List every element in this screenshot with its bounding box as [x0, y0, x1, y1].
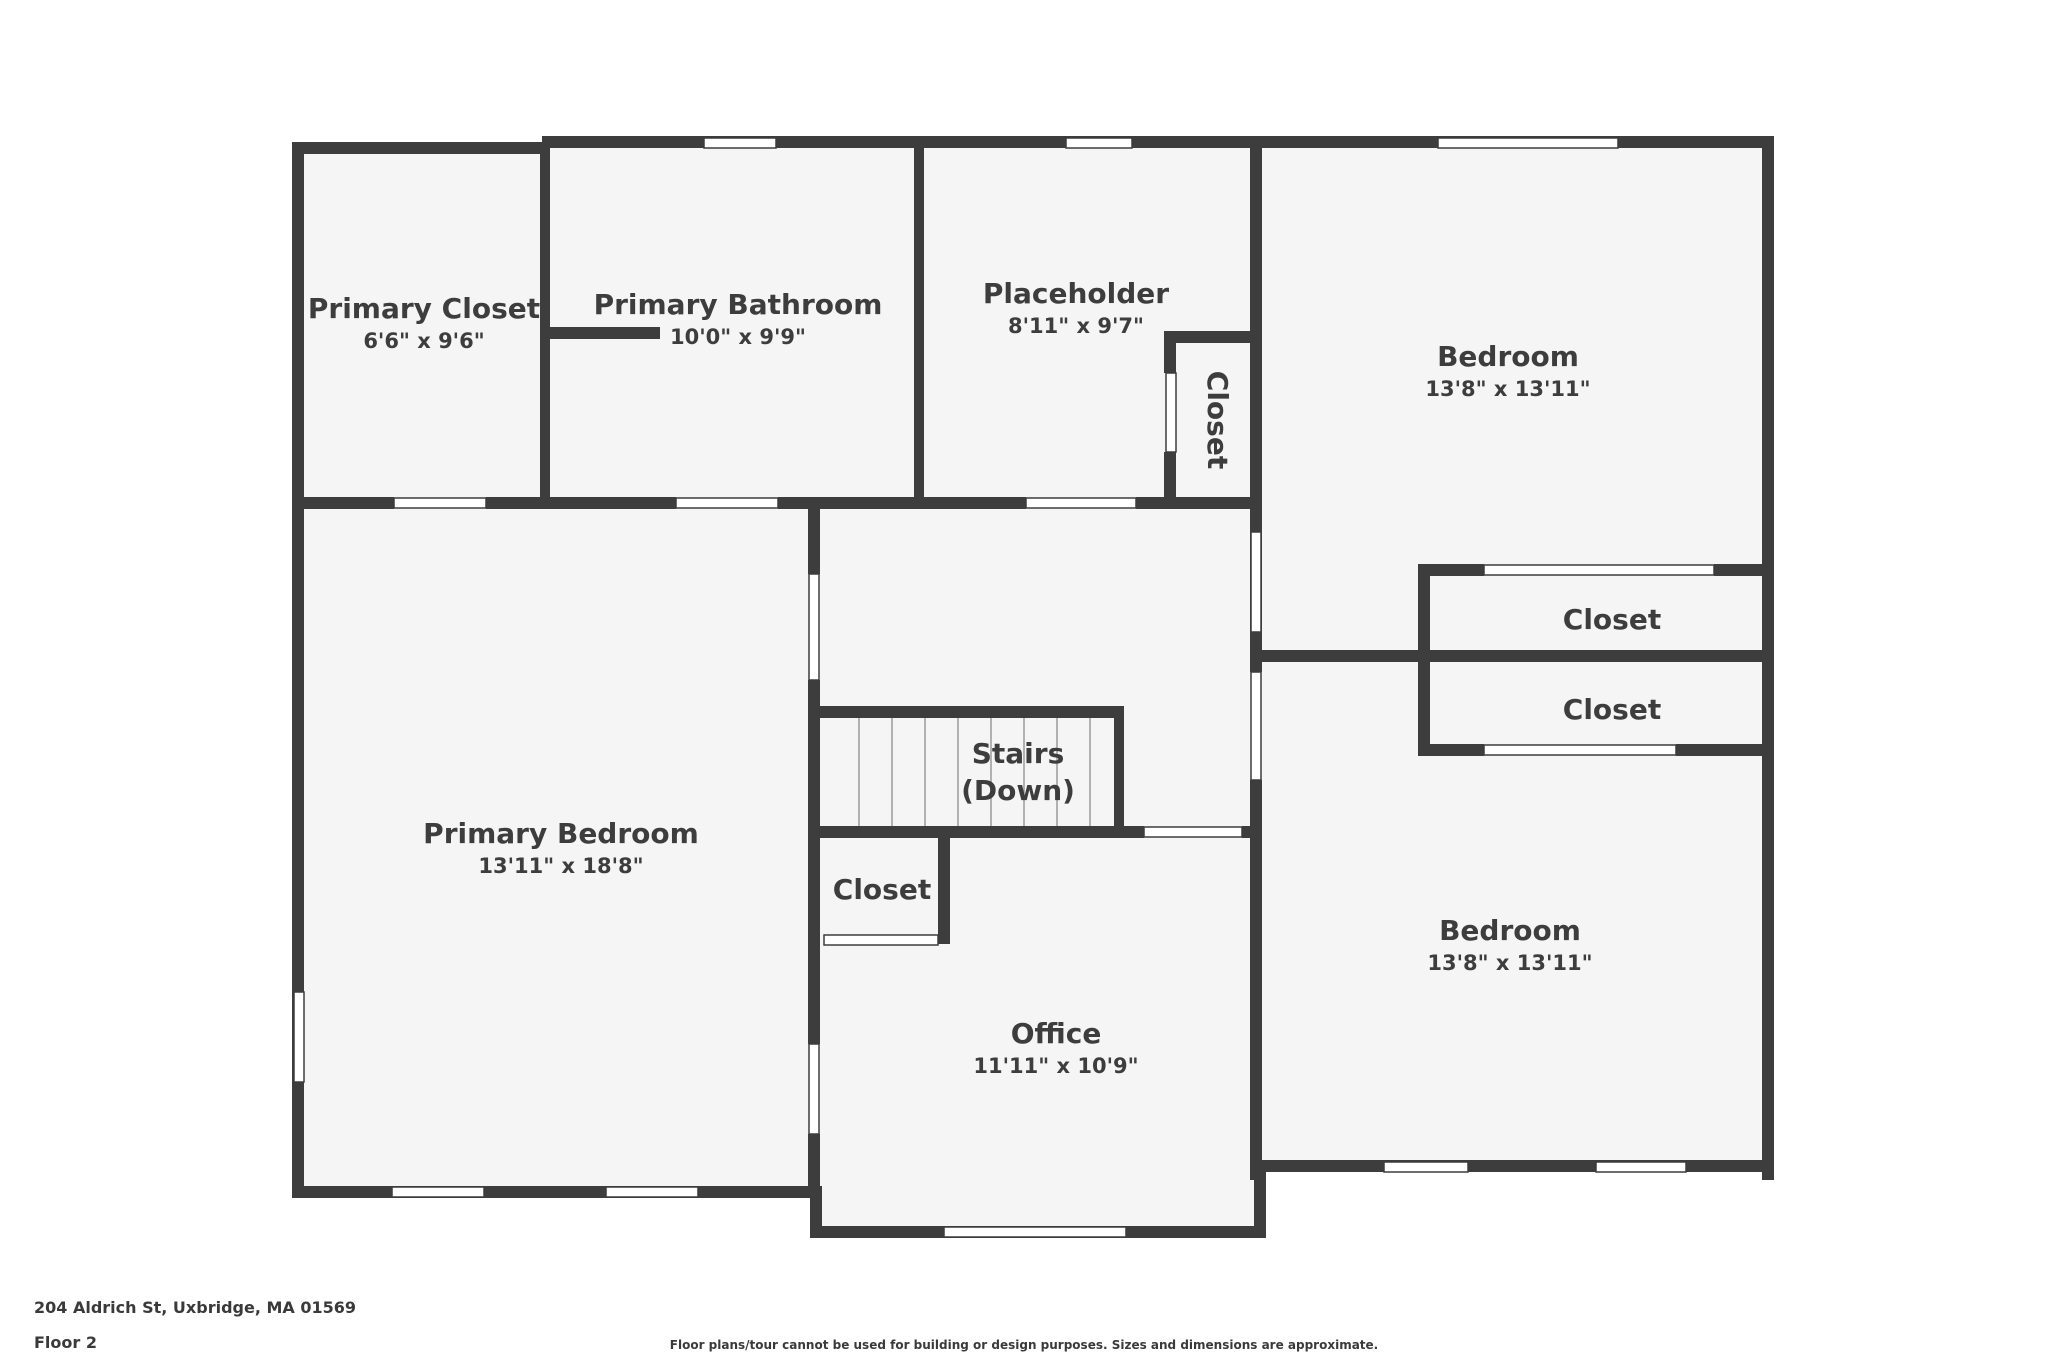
primary-closet-floor	[296, 148, 546, 504]
door-opening	[823, 934, 939, 946]
wall	[1250, 780, 1262, 1180]
primary-bedroom-label: Primary Bedroom	[423, 817, 699, 850]
window	[605, 1186, 699, 1198]
door-opening	[1165, 372, 1177, 453]
hall-floor	[816, 504, 1262, 834]
bedroom-top-label: Bedroom	[1437, 340, 1579, 373]
wall	[540, 142, 550, 506]
bedroom-bottom-dims: 13'8" x 13'11"	[1427, 951, 1592, 975]
wall	[1418, 564, 1484, 576]
primary-bedroom-floor	[296, 504, 816, 1189]
wall	[1250, 502, 1262, 532]
placeholder-closet-label: Closet	[1201, 371, 1234, 469]
floor-areas	[296, 142, 1772, 1230]
door-opening	[808, 1043, 820, 1135]
door-opening	[1483, 564, 1715, 576]
wall	[1136, 497, 1260, 509]
wall	[1114, 706, 1124, 828]
office-floor	[816, 834, 1262, 1230]
office-closet-label: Closet	[833, 873, 931, 906]
door-opening	[1250, 531, 1262, 633]
openings	[293, 137, 1715, 1238]
placeholder-label: Placeholder	[983, 277, 1169, 310]
window	[703, 137, 777, 149]
stairs-label-line2: (Down)	[961, 774, 1075, 807]
address-text: 204 Aldrich St, Uxbridge, MA 01569	[34, 1298, 357, 1317]
wall	[1254, 1160, 1774, 1172]
bedroom-top-dims: 13'8" x 13'11"	[1425, 377, 1590, 401]
office-label: Office	[1011, 1017, 1102, 1050]
wall	[294, 497, 394, 509]
window	[1383, 1161, 1469, 1173]
door-opening	[1025, 497, 1137, 509]
door-opening	[1250, 671, 1262, 781]
wall	[1714, 564, 1772, 576]
wall	[294, 142, 546, 154]
window	[293, 991, 305, 1083]
wall	[1418, 744, 1484, 756]
window	[1437, 137, 1619, 149]
walls	[292, 136, 1774, 1238]
door-opening	[808, 573, 820, 681]
wall	[814, 706, 1124, 718]
window	[943, 1226, 1127, 1238]
floor-label: Floor 2	[34, 1333, 97, 1352]
wall	[938, 836, 950, 944]
wall	[778, 497, 1026, 509]
window	[391, 1186, 485, 1198]
wall	[810, 1186, 822, 1238]
wall	[814, 826, 1144, 838]
bedroom-bottom-label: Bedroom	[1439, 914, 1581, 947]
primary-closet-label: Primary Closet	[308, 292, 540, 325]
stairs-treads	[858, 718, 1091, 828]
disclaimer-text: Floor plans/tour cannot be used for buil…	[669, 1338, 1379, 1352]
door-opening	[1143, 826, 1243, 838]
door-opening	[1483, 744, 1677, 756]
wall	[486, 497, 676, 509]
window	[1595, 1161, 1687, 1173]
closet-lower-label: Closet	[1563, 693, 1661, 726]
wall	[292, 1186, 818, 1198]
primary-bathroom-dims: 10'0" x 9'9"	[670, 325, 806, 349]
wall	[1418, 564, 1430, 756]
wall	[808, 680, 820, 1044]
wall	[1164, 452, 1176, 502]
wall	[914, 142, 924, 506]
wall	[808, 504, 820, 574]
wall	[546, 327, 660, 339]
wall	[1242, 826, 1256, 838]
stairs-label-line1: Stairs	[972, 737, 1065, 770]
primary-bathroom-label: Primary Bathroom	[594, 288, 883, 321]
wall	[1164, 331, 1256, 343]
window	[1065, 137, 1133, 149]
bedroom-top-floor	[1262, 142, 1772, 662]
primary-closet-dims: 6'6" x 9'6"	[363, 329, 484, 353]
room-labels: Primary Closet 6'6" x 9'6" Primary Bathr…	[308, 277, 1661, 1078]
wall	[1676, 744, 1772, 756]
door-opening	[393, 497, 487, 509]
door-opening	[675, 497, 779, 509]
placeholder-dims: 8'11" x 9'7"	[1008, 314, 1144, 338]
primary-bedroom-dims: 13'11" x 18'8"	[478, 854, 643, 878]
office-dims: 11'11" x 10'9"	[973, 1054, 1138, 1078]
wall	[1256, 650, 1772, 662]
wall	[1164, 331, 1176, 373]
closet-upper-label: Closet	[1563, 603, 1661, 636]
wall	[292, 142, 304, 1198]
wall	[808, 1134, 820, 1196]
